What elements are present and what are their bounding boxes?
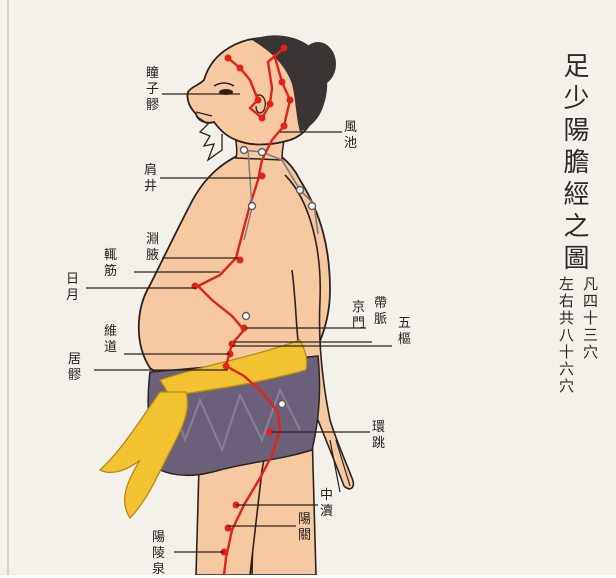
label-zhongdu: 中瀆 [320, 488, 333, 520]
label-jianjing: 肩井 [144, 163, 157, 195]
topknot [300, 42, 336, 86]
label-riyue: 日月 [66, 272, 79, 304]
point-total-note: 左右共八十六穴 [556, 276, 577, 395]
label-wushu: 五樞 [398, 316, 411, 348]
diagram-title: 足少陽膽經之圖 [556, 52, 593, 276]
label-huantiao: 環跳 [372, 420, 385, 452]
label-fengchi: 風池 [344, 120, 357, 152]
label-jingmen: 京門 [352, 300, 365, 332]
label-daimai: 帶脈 [374, 296, 387, 328]
label-yanglingquan: 陽陵泉 [152, 530, 165, 578]
label-tongziliao: 瞳子髎 [146, 66, 159, 114]
point-count-note: 凡四十三穴 [580, 276, 601, 361]
label-yuanye: 淵腋 [146, 232, 159, 264]
label-weidao: 維道 [104, 324, 117, 356]
label-zhejin: 輒筋 [104, 248, 117, 280]
label-juliao: 居髎 [68, 352, 81, 384]
label-yangguan: 陽關 [298, 512, 311, 544]
